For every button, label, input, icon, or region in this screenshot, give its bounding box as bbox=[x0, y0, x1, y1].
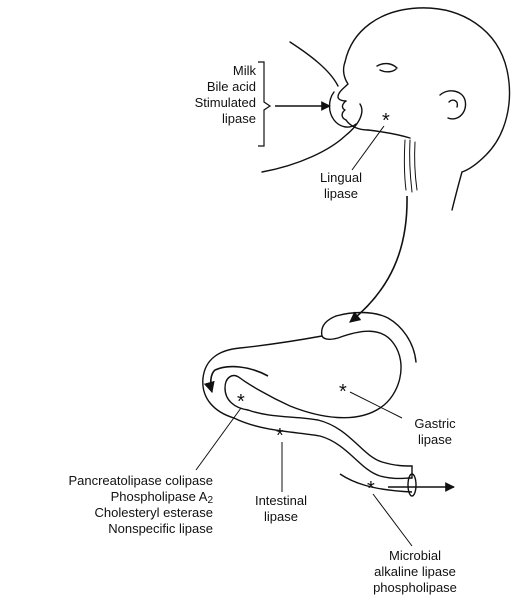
microbial-leader bbox=[373, 494, 412, 546]
label-stimulated: Stimulated bbox=[160, 95, 256, 111]
lingual-marker: * bbox=[382, 110, 390, 132]
label-intestinal: Intestinal bbox=[240, 493, 322, 509]
label-microbial: Microbial bbox=[355, 548, 475, 564]
label-bile-acid: Bile acid bbox=[160, 79, 256, 95]
lingual-leader bbox=[352, 126, 384, 170]
pancreatic-leader bbox=[196, 408, 241, 470]
label-lingual: Lingual bbox=[305, 170, 377, 186]
gastric-marker: * bbox=[339, 381, 347, 403]
label-lingual-lipase: lipase bbox=[305, 186, 377, 202]
esophagus-arrow bbox=[350, 196, 407, 322]
label-phospholipase-a2: Phospholipase A2 bbox=[10, 489, 213, 505]
infant-head-illustration bbox=[262, 8, 509, 210]
label-phospholipase: phospholipase bbox=[355, 580, 475, 596]
intestinal-label: Intestinal lipase bbox=[240, 493, 322, 525]
label-milk: Milk bbox=[160, 63, 256, 79]
intestine-illustration bbox=[234, 410, 416, 496]
lingual-label: Lingual lipase bbox=[305, 170, 377, 202]
gastric-leader bbox=[350, 392, 402, 418]
label-pancreatolipase: Pancreatolipase colipase bbox=[10, 473, 213, 489]
intestine-tube-top bbox=[340, 474, 412, 492]
label-gastric-lipase: lipase bbox=[400, 432, 470, 448]
mouth-inputs-label: Milk Bile acid Stimulated lipase bbox=[160, 63, 256, 127]
pancreatic-label: Pancreatolipase colipase Phospholipase A… bbox=[10, 473, 213, 537]
microbial-label: Microbial alkaline lipase phospholipase bbox=[355, 548, 475, 596]
stomach-flow-arrow bbox=[211, 367, 268, 392]
label-cholesteryl: Cholesteryl esterase bbox=[10, 505, 213, 521]
label-gastric: Gastric bbox=[400, 416, 470, 432]
microbial-marker: * bbox=[367, 478, 375, 500]
label-intestinal-lipase: lipase bbox=[240, 509, 322, 525]
stomach-illustration bbox=[203, 313, 416, 419]
pancreatic-marker: * bbox=[237, 391, 245, 413]
label-alkaline-lipase: alkaline lipase bbox=[355, 564, 475, 580]
inputs-bracket bbox=[258, 62, 270, 146]
label-lipase: lipase bbox=[160, 111, 256, 127]
intestinal-marker: * bbox=[276, 425, 284, 447]
label-nonspecific: Nonspecific lipase bbox=[10, 521, 213, 537]
gastric-label: Gastric lipase bbox=[400, 416, 470, 448]
